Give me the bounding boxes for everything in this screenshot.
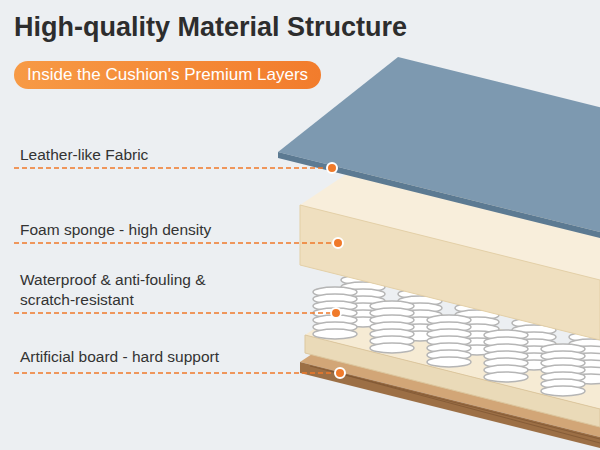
layer-label: Foam sponge - high density	[20, 220, 320, 240]
diagram-title: High-quality Material Structure	[14, 12, 407, 43]
leader-line	[14, 242, 336, 244]
spring-coil	[427, 315, 471, 367]
layer-label: Waterproof & anti-fouling & scratch-resi…	[20, 270, 260, 310]
leader-line	[14, 372, 338, 374]
subtitle-text: Inside the Cushion's Premium Layers	[27, 65, 308, 85]
leader-dot	[333, 238, 343, 248]
leader-dot	[327, 163, 337, 173]
leader-line	[14, 167, 330, 169]
fabric-edge	[278, 152, 600, 238]
leader-line	[14, 312, 334, 314]
layer-label: Leather-like Fabric	[20, 145, 320, 165]
subtitle-pill: Inside the Cushion's Premium Layers	[14, 61, 321, 89]
spring-coil	[541, 344, 585, 396]
spring-coil	[484, 330, 528, 382]
layer-label: Artificial board - hard support	[20, 347, 320, 367]
fabric-sheet	[278, 57, 600, 232]
spring-coil	[370, 301, 414, 353]
leader-dot	[331, 308, 341, 318]
leader-dot	[335, 368, 345, 378]
